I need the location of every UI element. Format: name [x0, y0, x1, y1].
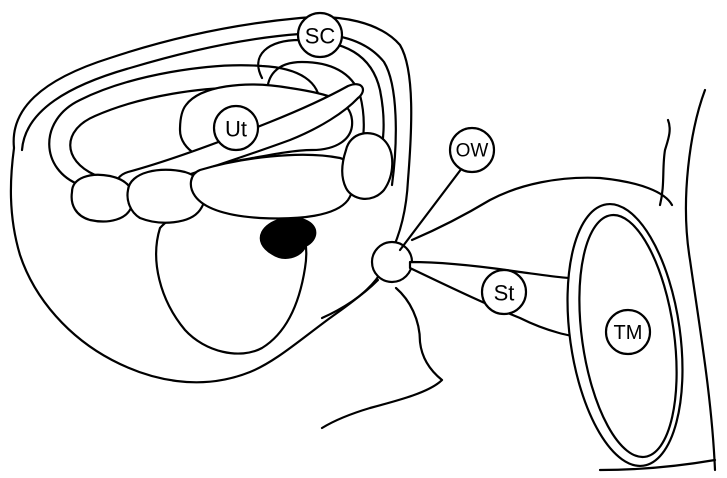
label-st: St — [482, 270, 526, 314]
label-ut: Ut — [214, 106, 258, 150]
label-sc-text: SC — [305, 24, 336, 49]
label-ow-text: OW — [456, 141, 489, 162]
label-tm: TM — [606, 310, 650, 354]
outer-ear-contour — [686, 90, 715, 470]
label-st-text: St — [494, 281, 515, 306]
outer-ear-contour-lower — [600, 460, 715, 470]
ow-leader-line — [400, 168, 462, 250]
ampulla-right — [342, 133, 392, 199]
ampulla-left — [72, 175, 133, 222]
label-tm-text: TM — [614, 322, 643, 344]
label-ow: OW — [450, 128, 494, 172]
ear-canal-top-right — [660, 120, 670, 205]
label-ut-text: Ut — [225, 117, 247, 142]
oval-window — [372, 242, 412, 282]
label-sc: SC — [298, 13, 342, 57]
